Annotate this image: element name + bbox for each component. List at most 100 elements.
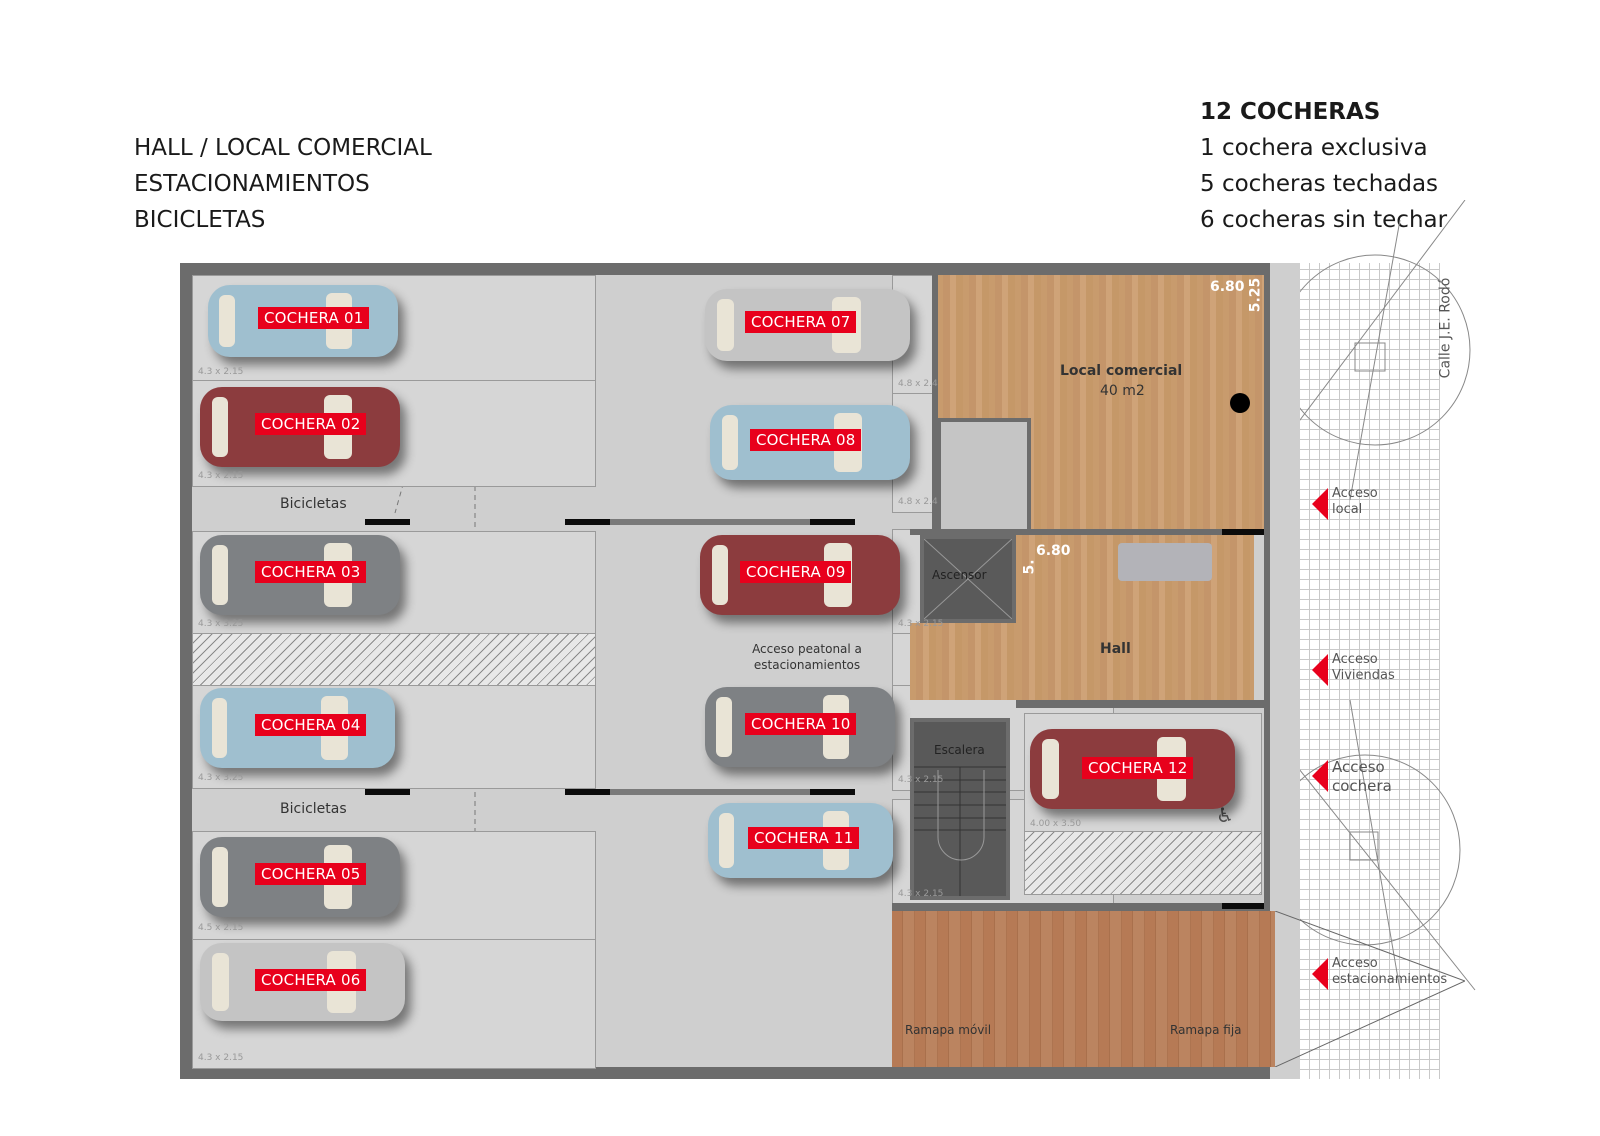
header-line: 5 cocheras techadas bbox=[1200, 171, 1439, 197]
slot-dimension: 4.8 x 2.4 bbox=[898, 497, 938, 507]
barrier bbox=[810, 789, 855, 795]
access-arrow-icon bbox=[1312, 958, 1328, 990]
rampa-fija-lines bbox=[1275, 911, 1465, 1067]
car-cochera-02: COCHERA 02 bbox=[200, 387, 400, 467]
bike-label: Bicicletas bbox=[280, 801, 347, 817]
barrier bbox=[810, 519, 855, 525]
car-cochera-04: COCHERA 04 bbox=[200, 688, 395, 768]
slot-dimension: 4.5 x 2.15 bbox=[198, 923, 244, 933]
wall bbox=[180, 1067, 1270, 1079]
header-line: HALL / LOCAL COMERCIAL bbox=[134, 135, 432, 161]
car-window bbox=[212, 953, 229, 1011]
hatched-area bbox=[192, 633, 596, 687]
hall-dim-width: 6.80 bbox=[1036, 543, 1071, 559]
access-arrow-icon bbox=[1312, 654, 1328, 686]
cochera-tag: COCHERA 05 bbox=[255, 863, 367, 885]
sight-line bbox=[1349, 699, 1401, 991]
access-label-line: Acceso bbox=[1332, 486, 1378, 501]
hall-lobby bbox=[910, 623, 1016, 700]
cochera-tag: COCHERA 11 bbox=[748, 827, 860, 849]
access-label-line: cochera bbox=[1332, 777, 1392, 795]
column-dot bbox=[1230, 393, 1250, 413]
wall bbox=[180, 263, 192, 1079]
local-title: Local comercial bbox=[1060, 363, 1183, 379]
slot-dimension: 4.3 x 3.25 bbox=[198, 619, 244, 629]
car-cochera-06: COCHERA 06 bbox=[200, 943, 405, 1021]
wall bbox=[1264, 263, 1270, 1079]
access-arrow-icon bbox=[1312, 760, 1328, 792]
wall bbox=[180, 263, 1270, 275]
car-window bbox=[1042, 739, 1059, 799]
cochera-tag: COCHERA 08 bbox=[750, 429, 862, 451]
barrier bbox=[1222, 903, 1264, 909]
car-window bbox=[722, 415, 738, 470]
barrier bbox=[610, 789, 840, 795]
header-line: BICICLETAS bbox=[134, 207, 266, 233]
hall-dim-height: 5. bbox=[1021, 559, 1038, 575]
sight-line bbox=[1349, 219, 1401, 501]
car-window bbox=[717, 299, 734, 351]
sofa bbox=[1118, 543, 1212, 581]
bike-label: Bicicletas bbox=[280, 496, 347, 512]
car-window bbox=[716, 697, 732, 757]
car-window bbox=[212, 847, 228, 907]
local-area: 40 m2 bbox=[1100, 383, 1145, 399]
floor-plan: Bicicletas Bicicletas Acceso peatonal a … bbox=[180, 263, 1465, 1079]
wall bbox=[932, 275, 938, 529]
wall bbox=[910, 529, 1264, 535]
bathroom bbox=[937, 418, 1031, 536]
stair-label: Escalera bbox=[934, 743, 985, 757]
sight-line bbox=[1269, 200, 1466, 461]
cocheras-total: 12 COCHERAS bbox=[1200, 99, 1381, 125]
barrier bbox=[565, 519, 610, 525]
slot-dimension: 4.3 x 2.15 bbox=[898, 619, 944, 629]
car-cochera-11: COCHERA 11 bbox=[708, 803, 893, 878]
barrier bbox=[565, 789, 610, 795]
cochera-tag: COCHERA 09 bbox=[740, 561, 852, 583]
car-cochera-05: COCHERA 05 bbox=[200, 837, 400, 917]
hall-label: Hall bbox=[1100, 641, 1131, 657]
local-dim-width: 6.80 bbox=[1210, 279, 1245, 295]
header-line: ESTACIONAMIENTOS bbox=[134, 171, 370, 197]
street-name: Calle J.E. Rodó bbox=[1437, 277, 1454, 379]
wall bbox=[892, 903, 1264, 911]
rampa-movil bbox=[892, 911, 1275, 1067]
cochera-tag: COCHERA 02 bbox=[255, 413, 367, 435]
slot-dimension: 4.8 x 2.4 bbox=[898, 379, 938, 389]
car-cochera-12: COCHERA 12 bbox=[1030, 729, 1235, 809]
cochera-tag: COCHERA 10 bbox=[745, 713, 857, 735]
wheelchair-icon: ♿ bbox=[1216, 803, 1234, 827]
car-cochera-07: COCHERA 07 bbox=[705, 289, 910, 361]
car-cochera-09: COCHERA 09 bbox=[700, 535, 900, 615]
access-label-line: local bbox=[1332, 502, 1363, 517]
local-dim-height: 5.25 bbox=[1247, 277, 1264, 313]
access-label-line: Acceso bbox=[1332, 652, 1378, 667]
car-window bbox=[219, 295, 235, 347]
access-label-line: estacionamientos bbox=[1332, 972, 1448, 987]
elevator-label: Ascensor bbox=[932, 568, 987, 582]
tree-pit bbox=[1349, 831, 1379, 861]
slot-dimension: 4.3 x 2.15 bbox=[198, 367, 244, 377]
cochera-tag: COCHERA 04 bbox=[255, 714, 367, 736]
slot-dimension: 4.3 x 3.25 bbox=[198, 773, 244, 783]
header-line: 1 cochera exclusiva bbox=[1200, 135, 1428, 161]
stair bbox=[910, 718, 1010, 900]
cochera-tag: COCHERA 03 bbox=[255, 561, 367, 583]
barrier bbox=[365, 789, 410, 795]
pedestrian-access-label: Acceso peatonal a estacionamientos bbox=[752, 642, 862, 672]
car-cochera-08: COCHERA 08 bbox=[710, 405, 910, 480]
slot-dimension: 4.00 x 3.50 bbox=[1030, 819, 1082, 829]
header-right: 12 COCHERAS 1 cochera exclusiva 5 cocher… bbox=[1200, 94, 1447, 238]
elevator bbox=[920, 535, 1016, 623]
wall bbox=[1016, 700, 1264, 708]
header-left: HALL / LOCAL COMERCIAL ESTACIONAMIENTOS … bbox=[134, 130, 432, 238]
slot-dimension: 4.3 x 2.15 bbox=[898, 889, 944, 899]
car-window bbox=[212, 397, 228, 457]
rampa-fija-label: Ramapa fija bbox=[1170, 1023, 1242, 1037]
car-window bbox=[212, 545, 228, 605]
access-label-line: Acceso bbox=[1332, 758, 1385, 776]
